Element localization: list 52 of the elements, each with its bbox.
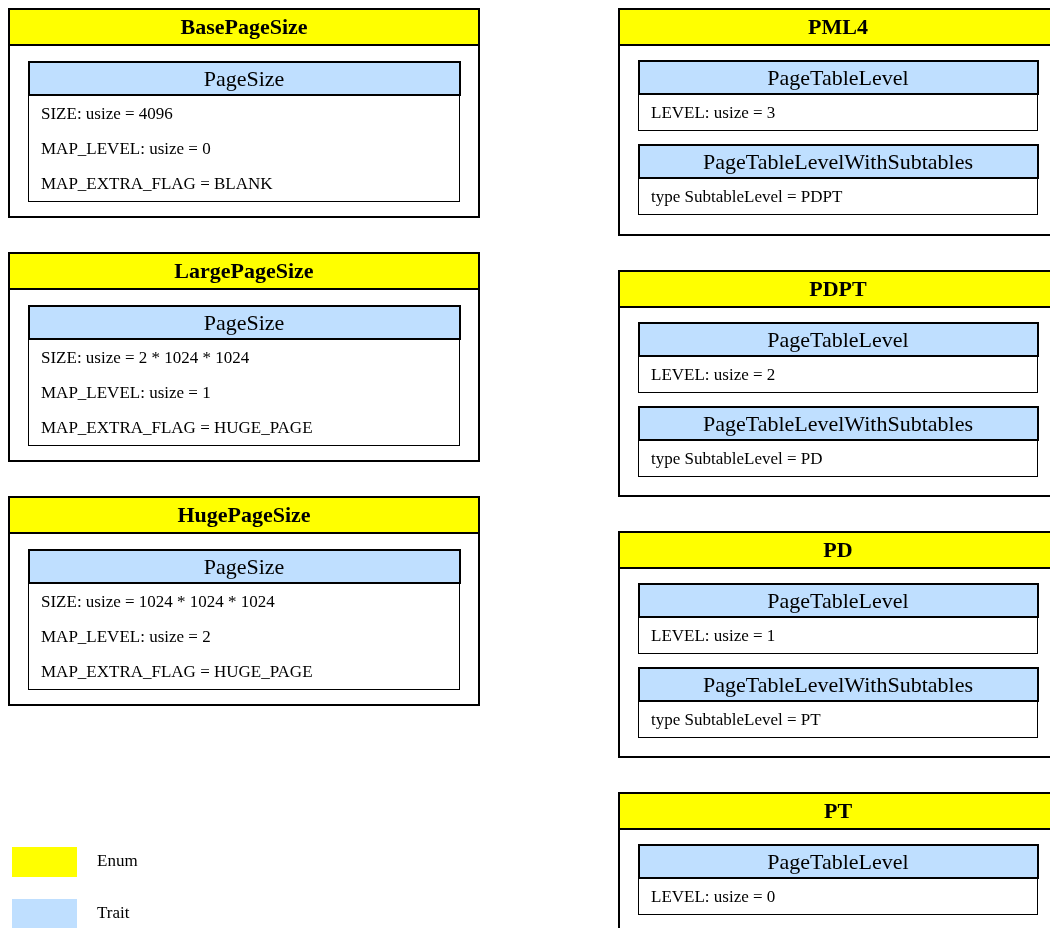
enum-box: [618, 792, 1050, 928]
member-text: MAP_EXTRA_FLAG = HUGE_PAGE: [40, 416, 314, 439]
trait-box: [28, 549, 460, 690]
trait-header: PageTableLevel: [637, 321, 1039, 357]
enum-box: [8, 8, 480, 218]
trait-box: [638, 144, 1038, 215]
trait-header: PageTableLevel: [637, 59, 1039, 95]
trait-header: PageTableLevel: [637, 582, 1039, 618]
enum-box: [618, 270, 1050, 497]
enum-box: [618, 8, 1050, 236]
member-text: LEVEL: usize = 0: [650, 885, 777, 908]
trait-box: [638, 406, 1038, 477]
member-text: type SubtableLevel = PD: [650, 448, 824, 470]
legend-label: Enum: [97, 851, 138, 871]
enum-box: [8, 252, 480, 462]
enum-header: PT: [620, 794, 1050, 830]
enum-header: LargePageSize: [10, 254, 478, 290]
enum-header: PD: [620, 533, 1050, 569]
trait-box: [638, 583, 1038, 654]
member-text: MAP_LEVEL: usize = 1: [40, 381, 212, 404]
enum-header: PML4: [620, 10, 1050, 46]
member-text: MAP_LEVEL: usize = 0: [40, 137, 212, 160]
member-text: MAP_EXTRA_FLAG = BLANK: [40, 172, 274, 195]
legend-label: Trait: [97, 903, 130, 923]
trait-header: PageTableLevel: [637, 843, 1039, 879]
trait-header: PageTableLevelWithSubtables: [637, 667, 1039, 702]
trait-box: [638, 844, 1038, 915]
trait-box: [638, 60, 1038, 131]
enum-header: PDPT: [620, 272, 1050, 308]
trait-box: [638, 667, 1038, 738]
member-text: type SubtableLevel = PT: [650, 709, 822, 731]
trait-header: PageSize: [27, 548, 461, 584]
enum-box: [8, 496, 480, 706]
member-text: LEVEL: usize = 3: [650, 101, 777, 124]
member-text: SIZE: usize = 4096: [40, 102, 174, 125]
trait-box: [28, 305, 460, 446]
enum-box: [618, 531, 1050, 758]
member-text: type SubtableLevel = PDPT: [650, 186, 844, 208]
member-text: LEVEL: usize = 1: [650, 624, 777, 647]
member-text: LEVEL: usize = 2: [650, 363, 777, 386]
member-text: MAP_LEVEL: usize = 2: [40, 625, 212, 648]
member-text: MAP_EXTRA_FLAG = HUGE_PAGE: [40, 660, 314, 683]
trait-header: PageTableLevelWithSubtables: [637, 144, 1039, 179]
trait-box: [638, 322, 1038, 393]
trait-box: [28, 61, 460, 202]
trait-header: PageSize: [27, 304, 461, 340]
member-text: SIZE: usize = 1024 * 1024 * 1024: [40, 590, 276, 613]
enum-header: HugePageSize: [10, 498, 478, 534]
member-text: SIZE: usize = 2 * 1024 * 1024: [40, 346, 251, 369]
enum-header: BasePageSize: [10, 10, 478, 46]
trait-header: PageSize: [27, 60, 461, 96]
trait-header: PageTableLevelWithSubtables: [637, 406, 1039, 441]
